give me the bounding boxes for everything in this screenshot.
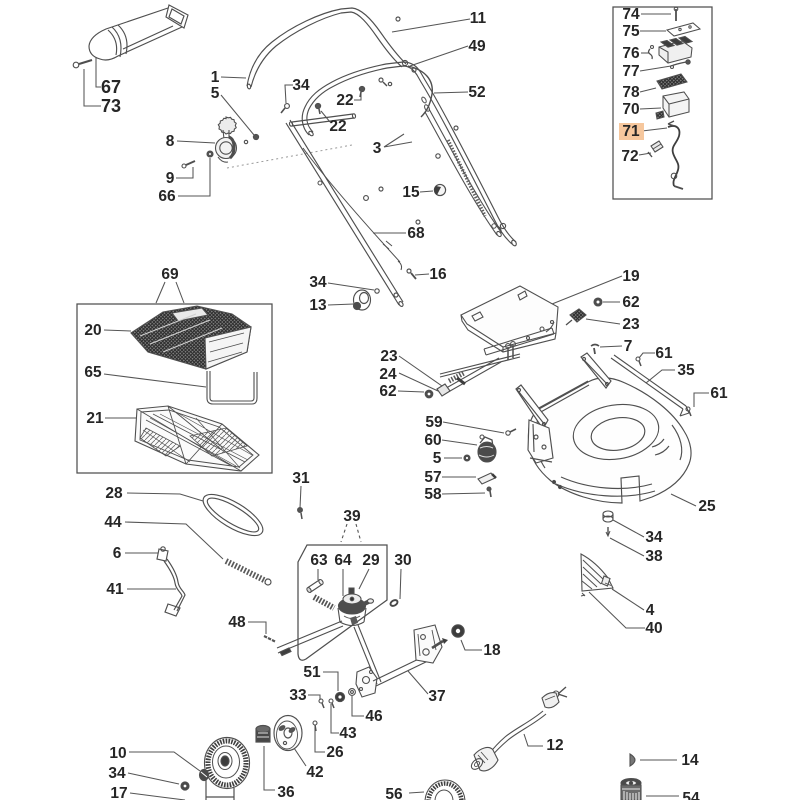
svg-text:24: 24 (379, 366, 397, 383)
svg-text:41: 41 (106, 581, 124, 598)
svg-text:13: 13 (309, 297, 327, 314)
svg-text:28: 28 (105, 485, 123, 502)
svg-text:63: 63 (310, 552, 328, 569)
svg-text:77: 77 (622, 63, 639, 80)
svg-text:78: 78 (622, 84, 640, 101)
svg-text:61: 61 (710, 385, 728, 402)
svg-text:60: 60 (424, 432, 441, 449)
svg-text:73: 73 (101, 96, 121, 116)
svg-text:69: 69 (161, 266, 179, 283)
svg-text:57: 57 (424, 469, 441, 486)
svg-text:30: 30 (394, 552, 411, 569)
svg-text:71: 71 (622, 123, 640, 140)
svg-text:34: 34 (108, 765, 126, 782)
svg-text:29: 29 (362, 552, 380, 569)
svg-text:62: 62 (379, 383, 396, 400)
svg-text:34: 34 (292, 77, 310, 94)
svg-text:35: 35 (677, 362, 695, 379)
svg-text:74: 74 (622, 6, 640, 23)
svg-text:58: 58 (424, 486, 442, 503)
svg-text:15: 15 (402, 184, 420, 201)
svg-text:9: 9 (166, 170, 175, 187)
svg-text:66: 66 (158, 188, 176, 205)
svg-text:25: 25 (698, 498, 716, 515)
svg-text:72: 72 (621, 148, 638, 165)
svg-text:75: 75 (622, 23, 640, 40)
svg-text:37: 37 (428, 688, 445, 705)
svg-text:16: 16 (429, 266, 447, 283)
svg-text:12: 12 (546, 737, 563, 754)
svg-text:52: 52 (468, 84, 485, 101)
svg-text:70: 70 (622, 101, 639, 118)
svg-text:67: 67 (101, 77, 121, 97)
svg-text:34: 34 (645, 529, 663, 546)
svg-text:36: 36 (277, 784, 295, 800)
svg-text:21: 21 (86, 410, 104, 427)
svg-text:56: 56 (385, 786, 403, 800)
svg-text:68: 68 (407, 225, 425, 242)
svg-text:7: 7 (624, 338, 633, 355)
svg-text:64: 64 (334, 552, 352, 569)
svg-text:33: 33 (289, 687, 307, 704)
svg-text:59: 59 (425, 414, 443, 431)
svg-text:40: 40 (645, 620, 662, 637)
svg-text:4: 4 (646, 602, 655, 619)
svg-text:6: 6 (113, 545, 122, 562)
svg-text:14: 14 (681, 752, 699, 769)
svg-text:10: 10 (109, 745, 126, 762)
svg-text:46: 46 (365, 708, 383, 725)
svg-text:8: 8 (166, 133, 175, 150)
svg-text:62: 62 (622, 294, 639, 311)
svg-text:49: 49 (468, 38, 486, 55)
svg-text:17: 17 (110, 785, 127, 800)
svg-text:23: 23 (380, 348, 398, 365)
svg-text:65: 65 (84, 364, 102, 381)
svg-text:19: 19 (622, 268, 640, 285)
svg-text:31: 31 (292, 470, 310, 487)
svg-text:18: 18 (483, 642, 501, 659)
svg-text:5: 5 (211, 85, 220, 102)
svg-text:51: 51 (303, 664, 321, 681)
svg-text:39: 39 (343, 508, 361, 525)
svg-text:43: 43 (339, 725, 357, 742)
svg-text:23: 23 (622, 316, 640, 333)
svg-text:48: 48 (228, 614, 246, 631)
svg-text:22: 22 (336, 92, 353, 109)
svg-text:76: 76 (622, 45, 640, 62)
svg-text:11: 11 (470, 10, 487, 27)
svg-text:38: 38 (645, 548, 663, 565)
svg-text:20: 20 (84, 322, 101, 339)
svg-text:26: 26 (326, 744, 344, 761)
svg-text:54: 54 (682, 790, 700, 800)
svg-text:44: 44 (104, 514, 122, 531)
svg-text:34: 34 (309, 274, 327, 291)
svg-text:61: 61 (655, 345, 673, 362)
svg-text:1: 1 (211, 69, 220, 86)
svg-text:22: 22 (329, 118, 346, 135)
svg-text:5: 5 (433, 450, 442, 467)
svg-text:3: 3 (373, 140, 382, 157)
svg-text:42: 42 (306, 764, 323, 781)
